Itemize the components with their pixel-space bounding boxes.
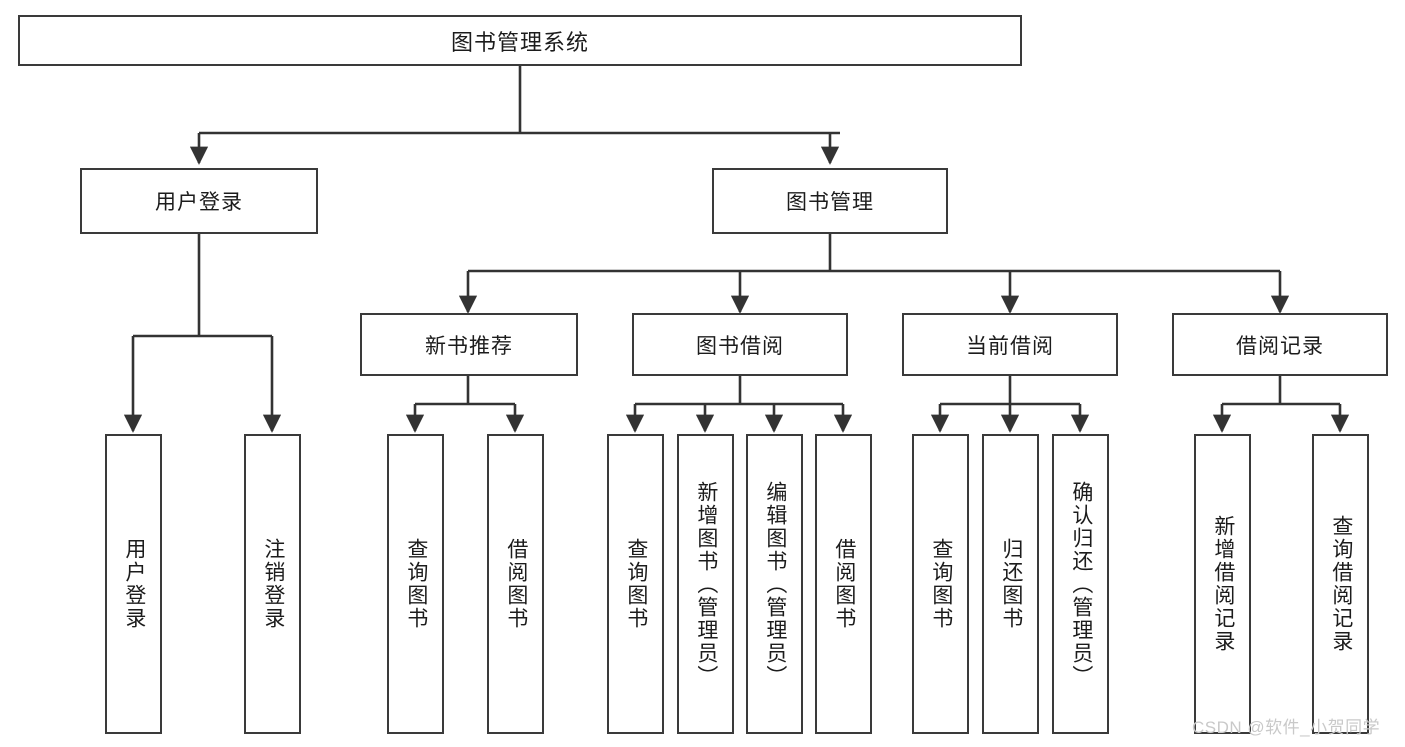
node-leaf-edit-book-label: 编辑图书（管理员） bbox=[763, 480, 787, 688]
node-leaf-query-record-label: 查询借阅记录 bbox=[1329, 515, 1353, 653]
node-book-management-label: 图书管理 bbox=[786, 191, 874, 214]
node-leaf-add-record[interactable]: 新增借阅记录 bbox=[1194, 434, 1251, 734]
node-leaf-user-login[interactable]: 用户登录 bbox=[105, 434, 162, 734]
node-root-label: 图书管理系统 bbox=[450, 29, 589, 55]
node-leaf-borrow-book-2[interactable]: 借阅图书 bbox=[815, 434, 872, 734]
node-user-login[interactable]: 用户登录 bbox=[80, 168, 318, 234]
node-user-login-label: 用户登录 bbox=[155, 191, 243, 214]
node-leaf-user-logout[interactable]: 注销登录 bbox=[244, 434, 301, 734]
node-leaf-confirm-return-label: 确认归还（管理员） bbox=[1069, 480, 1093, 688]
node-new-book-recommend-label: 新书推荐 bbox=[425, 334, 513, 358]
node-leaf-query-book-1[interactable]: 查询图书 bbox=[387, 434, 444, 734]
node-book-management[interactable]: 图书管理 bbox=[712, 168, 948, 234]
node-leaf-query-record[interactable]: 查询借阅记录 bbox=[1312, 434, 1369, 734]
watermark: CSDN @软件_小贺同学 bbox=[1192, 718, 1381, 737]
node-current-borrow[interactable]: 当前借阅 bbox=[902, 313, 1118, 376]
node-borrow-record[interactable]: 借阅记录 bbox=[1172, 313, 1388, 376]
node-book-borrow-label: 图书借阅 bbox=[696, 334, 784, 358]
node-leaf-query-book-1-label: 查询图书 bbox=[404, 538, 428, 630]
node-leaf-add-book[interactable]: 新增图书（管理员） bbox=[677, 434, 734, 734]
node-leaf-borrow-book-2-label: 借阅图书 bbox=[832, 538, 856, 630]
node-root[interactable]: 图书管理系统 bbox=[18, 15, 1022, 66]
node-leaf-borrow-book-1-label: 借阅图书 bbox=[504, 538, 528, 630]
node-leaf-query-book-3[interactable]: 查询图书 bbox=[912, 434, 969, 734]
node-leaf-confirm-return[interactable]: 确认归还（管理员） bbox=[1052, 434, 1109, 734]
node-leaf-add-book-label: 新增图书（管理员） bbox=[694, 480, 718, 688]
node-borrow-record-label: 借阅记录 bbox=[1236, 334, 1324, 358]
node-leaf-query-book-3-label: 查询图书 bbox=[929, 538, 953, 630]
node-leaf-user-login-label: 用户登录 bbox=[122, 538, 146, 630]
node-leaf-query-book-2[interactable]: 查询图书 bbox=[607, 434, 664, 734]
node-leaf-user-logout-label: 注销登录 bbox=[261, 538, 285, 630]
node-book-borrow[interactable]: 图书借阅 bbox=[632, 313, 848, 376]
node-leaf-return-book-label: 归还图书 bbox=[999, 538, 1023, 630]
node-current-borrow-label: 当前借阅 bbox=[966, 334, 1054, 358]
node-leaf-query-book-2-label: 查询图书 bbox=[624, 538, 648, 630]
node-leaf-return-book[interactable]: 归还图书 bbox=[982, 434, 1039, 734]
node-new-book-recommend[interactable]: 新书推荐 bbox=[360, 313, 578, 376]
node-leaf-edit-book[interactable]: 编辑图书（管理员） bbox=[746, 434, 803, 734]
node-leaf-borrow-book-1[interactable]: 借阅图书 bbox=[487, 434, 544, 734]
node-leaf-add-record-label: 新增借阅记录 bbox=[1211, 515, 1235, 653]
